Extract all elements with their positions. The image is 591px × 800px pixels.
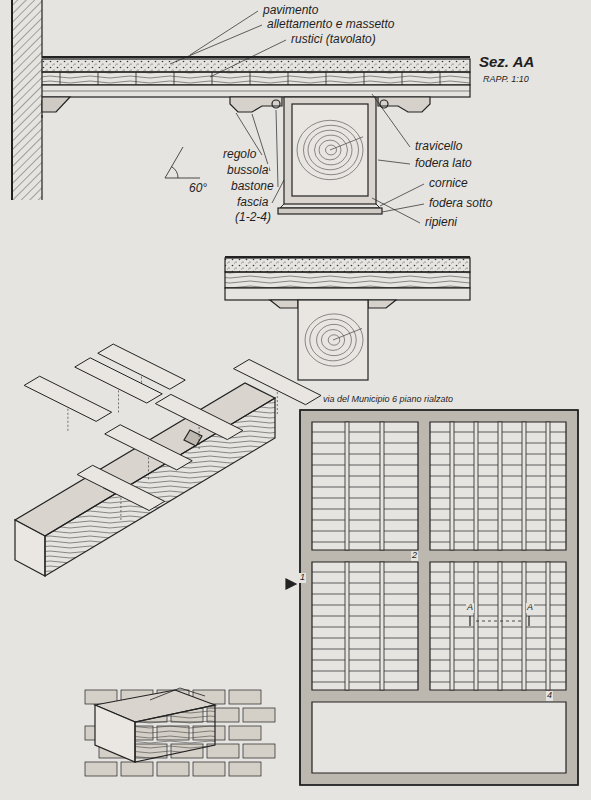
plan-mark: 4 [546, 691, 553, 701]
part-label: (1-2-4) [234, 211, 272, 224]
part-label: fascia [236, 196, 269, 209]
scale-note: RAPP. 1:10 [482, 75, 530, 85]
cornice [280, 204, 380, 208]
plan-mark: 2 [411, 551, 418, 561]
travicello-band [42, 85, 470, 97]
tavolato [42, 72, 470, 85]
plan-mark: 1 [299, 573, 306, 583]
bussola-moulding [230, 97, 282, 112]
part-label: allettamento e massetto [266, 18, 395, 31]
trave [292, 104, 368, 196]
part-label: cornice [428, 177, 469, 190]
part-label: travicello [414, 140, 463, 153]
beam-end-detail [85, 688, 275, 776]
floor-plan [286, 410, 578, 785]
section-title: Sez. AA [478, 54, 535, 71]
pavimento-line [42, 56, 470, 58]
exploded-view [15, 344, 321, 576]
part-label: pavimento [262, 4, 319, 17]
part-label: 60° [188, 182, 208, 195]
trave-2 [298, 300, 368, 380]
plan-mark: A [466, 603, 474, 613]
plan-mark: A [526, 603, 534, 613]
part-label: ripieni [424, 216, 458, 229]
part-label: fodera sotto [428, 197, 493, 210]
bastone [272, 100, 280, 108]
massetto [42, 59, 470, 72]
part-label: bastone [230, 180, 275, 193]
fodera [284, 97, 376, 204]
part-label: regolo [222, 148, 257, 161]
part-label: rustici (tavolato) [290, 33, 377, 46]
part-label: via del Municipio 6 piano rialzato [322, 395, 454, 405]
part-label: fodera lato [414, 157, 473, 170]
wall-hatch [12, 0, 42, 200]
part-label: bussola [226, 164, 269, 177]
